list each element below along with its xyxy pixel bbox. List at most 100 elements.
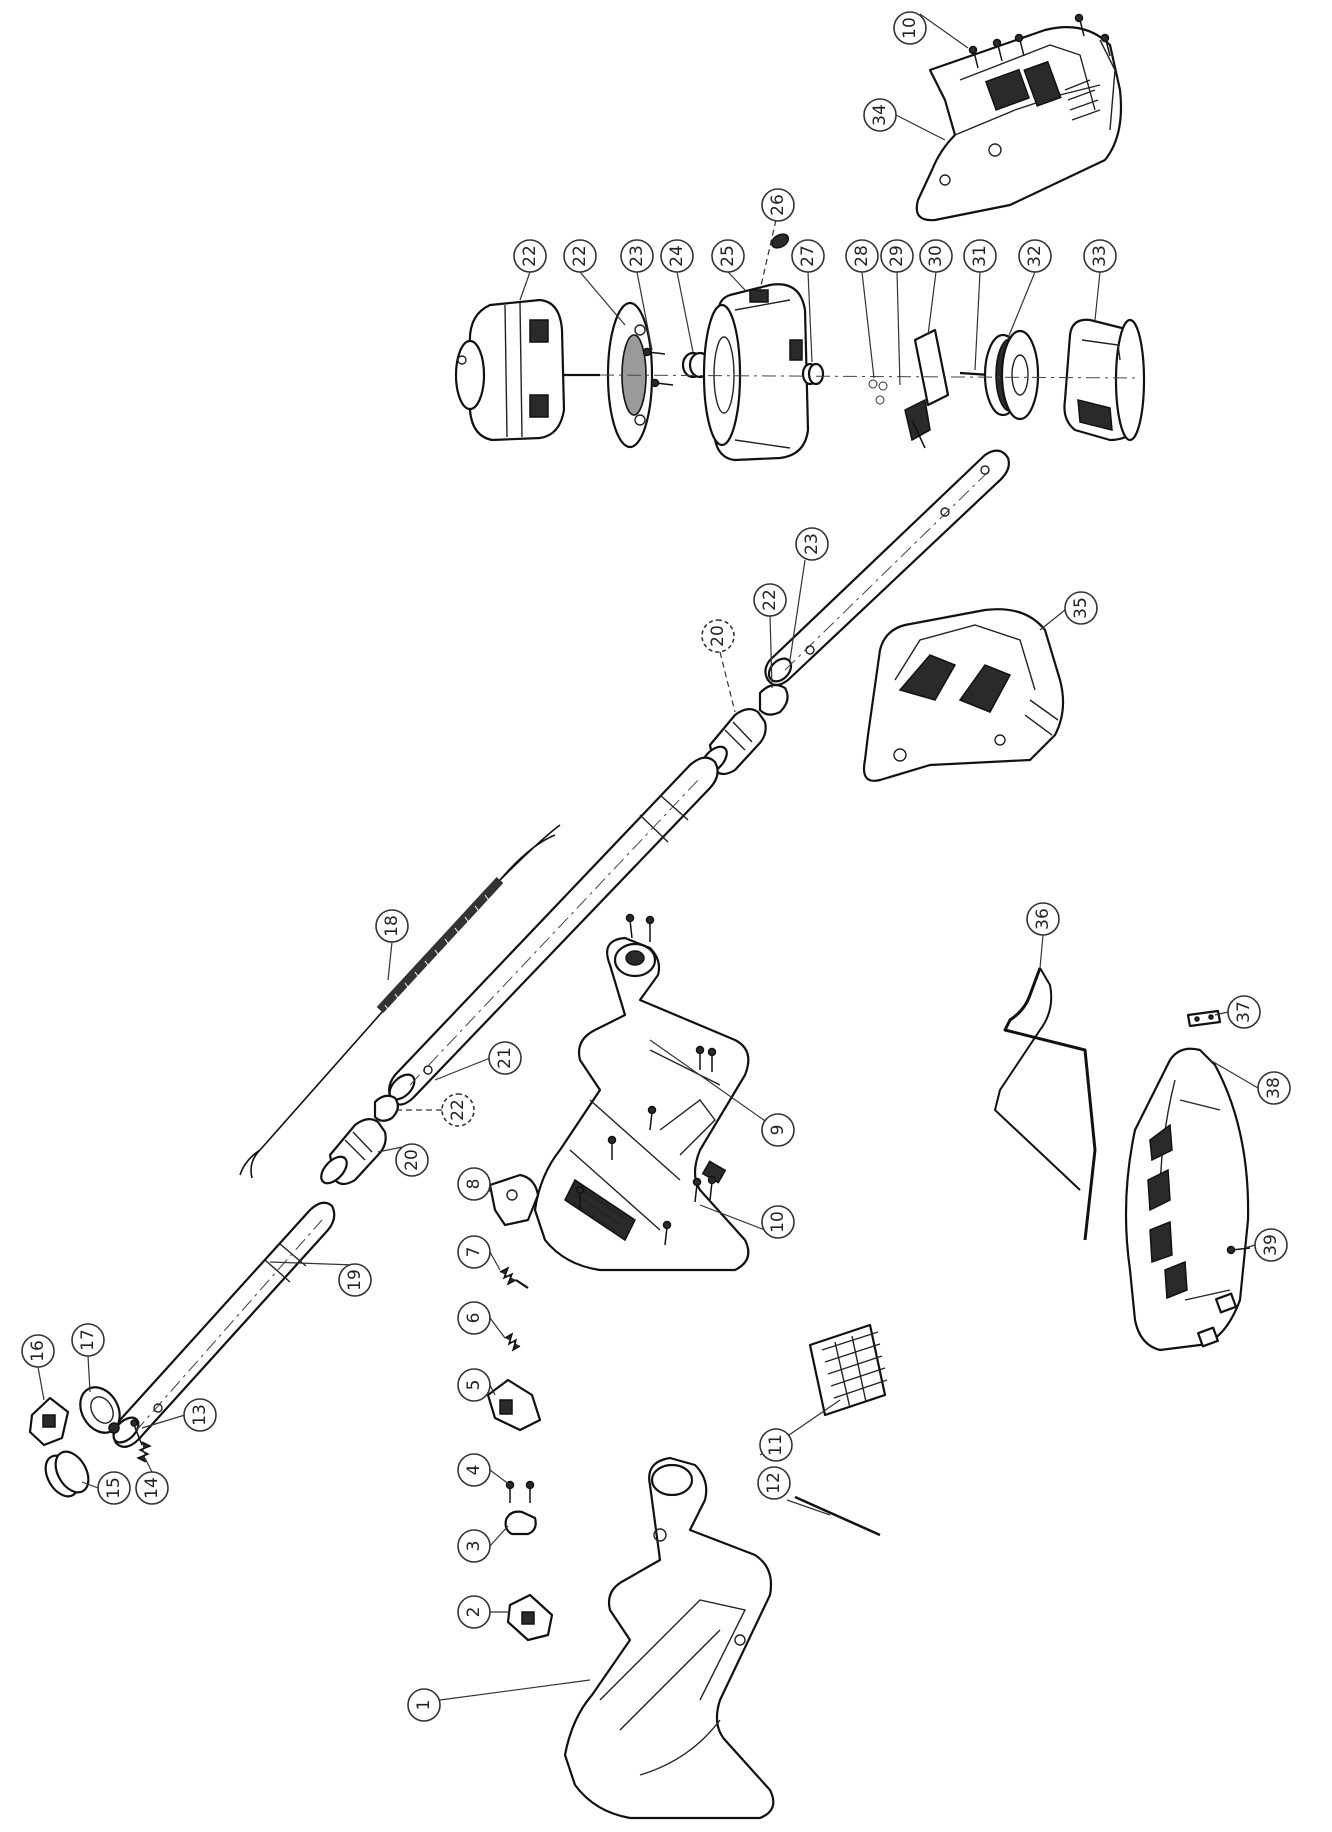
axis-centreline-upper bbox=[599, 374, 1141, 379]
part-15-ring bbox=[44, 1450, 90, 1498]
part-7-spring bbox=[499, 1266, 529, 1289]
callout-25: 22 bbox=[563, 239, 597, 273]
part-8-lock-lever bbox=[488, 1173, 540, 1227]
callout-4-guard: 39 bbox=[1254, 1228, 1288, 1262]
callout-40: 37 bbox=[1227, 995, 1261, 1029]
callout-22-lower: 22 bbox=[441, 1093, 475, 1127]
part-10-screws-top bbox=[968, 13, 1111, 69]
svg-text:26: 26 bbox=[768, 194, 788, 216]
callout-18: 18 bbox=[375, 909, 409, 943]
svg-text:23: 23 bbox=[802, 533, 822, 555]
svg-text:24: 24 bbox=[667, 245, 687, 267]
svg-text:30: 30 bbox=[926, 245, 946, 267]
svg-text:20: 20 bbox=[708, 625, 728, 647]
svg-text:4: 4 bbox=[464, 1465, 484, 1476]
callout-26: 23 bbox=[620, 239, 654, 273]
part-17-collar bbox=[79, 1386, 121, 1434]
callout-labels: 10 34 26 22 22 23 24 25 27 28 29 30 31 3… bbox=[21, 11, 1291, 1722]
part-19-upper-tube bbox=[112, 1201, 336, 1448]
callout-28: 25 bbox=[711, 239, 745, 273]
callout-35: 32 bbox=[1018, 239, 1052, 273]
part-29-washer bbox=[770, 233, 790, 249]
callout-19: 19 bbox=[338, 1263, 372, 1297]
svg-text:1: 1 bbox=[414, 1700, 434, 1711]
part-22-sleeve-lower bbox=[373, 1094, 399, 1122]
callout-9: 9 bbox=[761, 1113, 795, 1147]
part-24-motor bbox=[454, 298, 600, 442]
callout-8: 8 bbox=[457, 1167, 491, 1201]
callout-15: 15 bbox=[97, 1471, 131, 1505]
callout-10: 10 bbox=[893, 11, 927, 45]
svg-text:25: 25 bbox=[718, 245, 738, 267]
part-3-clamp bbox=[504, 1510, 537, 1536]
callout-23: 23 bbox=[795, 527, 829, 561]
svg-text:16: 16 bbox=[28, 1340, 48, 1362]
callout-20-lower: 20 bbox=[395, 1143, 429, 1177]
callout-41: 38 bbox=[1257, 1071, 1291, 1105]
part-33-spool-cap bbox=[904, 328, 950, 449]
part-39-wire-guard bbox=[994, 967, 1097, 1241]
part-2-switch bbox=[506, 1593, 554, 1642]
svg-text:39: 39 bbox=[1261, 1234, 1281, 1256]
part-13-screw bbox=[130, 1419, 143, 1446]
callout-24: 22 bbox=[513, 239, 547, 273]
part-18-cable bbox=[239, 824, 561, 1179]
part-28-gear-housing bbox=[702, 283, 810, 462]
callout-31: 28 bbox=[845, 239, 879, 273]
svg-text:28: 28 bbox=[852, 245, 872, 267]
callout-20-upper: 20 bbox=[701, 619, 735, 653]
callout-11: 11 bbox=[759, 1428, 793, 1462]
callout-39: 36 bbox=[1026, 902, 1060, 936]
svg-text:11: 11 bbox=[766, 1434, 786, 1456]
callout-32: 29 bbox=[880, 239, 914, 273]
part-26-screws bbox=[642, 347, 674, 388]
svg-text:5: 5 bbox=[464, 1380, 484, 1391]
svg-text:22: 22 bbox=[570, 245, 590, 267]
svg-text:8: 8 bbox=[464, 1179, 484, 1190]
svg-text:29: 29 bbox=[887, 245, 907, 267]
part-31-balls bbox=[868, 379, 888, 405]
callout-7: 7 bbox=[457, 1235, 491, 1269]
callout-21: 21 bbox=[488, 1041, 522, 1075]
part-38-housing-half bbox=[862, 608, 1065, 782]
svg-text:22: 22 bbox=[760, 589, 780, 611]
svg-text:23: 23 bbox=[627, 245, 647, 267]
callout-14: 14 bbox=[135, 1471, 169, 1505]
svg-text:33: 33 bbox=[1090, 245, 1110, 267]
callout-4: 4 bbox=[457, 1453, 491, 1487]
svg-text:14: 14 bbox=[142, 1477, 162, 1499]
svg-text:35: 35 bbox=[1071, 597, 1091, 619]
part-36-spool-housing bbox=[1063, 318, 1146, 442]
svg-text:10: 10 bbox=[768, 1211, 788, 1233]
svg-text:9: 9 bbox=[768, 1125, 788, 1136]
svg-text:10: 10 bbox=[900, 17, 920, 39]
callout-38: 35 bbox=[1064, 591, 1098, 625]
callout-22-upper: 22 bbox=[753, 583, 787, 617]
callout-1: 1 bbox=[407, 1688, 441, 1722]
svg-text:13: 13 bbox=[190, 1404, 210, 1426]
callout-3: 3 bbox=[457, 1529, 491, 1563]
svg-text:18: 18 bbox=[382, 915, 402, 937]
part-35-spool bbox=[983, 329, 1040, 421]
svg-text:34: 34 bbox=[870, 104, 890, 126]
part-21-middle-tube bbox=[388, 756, 719, 1106]
callout-5: 5 bbox=[457, 1368, 491, 1402]
callout-2: 2 bbox=[457, 1595, 491, 1629]
part-1-handle-half bbox=[563, 1456, 775, 1820]
callout-13: 13 bbox=[183, 1398, 217, 1432]
callout-17: 17 bbox=[71, 1323, 105, 1357]
callout-27: 24 bbox=[660, 239, 694, 273]
part-41-guard bbox=[1124, 1047, 1250, 1352]
callout-30: 27 bbox=[791, 239, 825, 273]
svg-text:22: 22 bbox=[448, 1099, 468, 1121]
svg-text:7: 7 bbox=[464, 1247, 484, 1258]
svg-text:15: 15 bbox=[104, 1477, 124, 1499]
svg-text:38: 38 bbox=[1264, 1077, 1284, 1099]
part-9-handle-half bbox=[533, 936, 750, 1272]
part-10-screws-handle bbox=[575, 913, 717, 1246]
leader-lines bbox=[37, 13, 1259, 1701]
part-6-spring bbox=[504, 1332, 521, 1352]
part-23-lower-tube bbox=[764, 449, 1010, 687]
svg-text:19: 19 bbox=[345, 1269, 365, 1291]
